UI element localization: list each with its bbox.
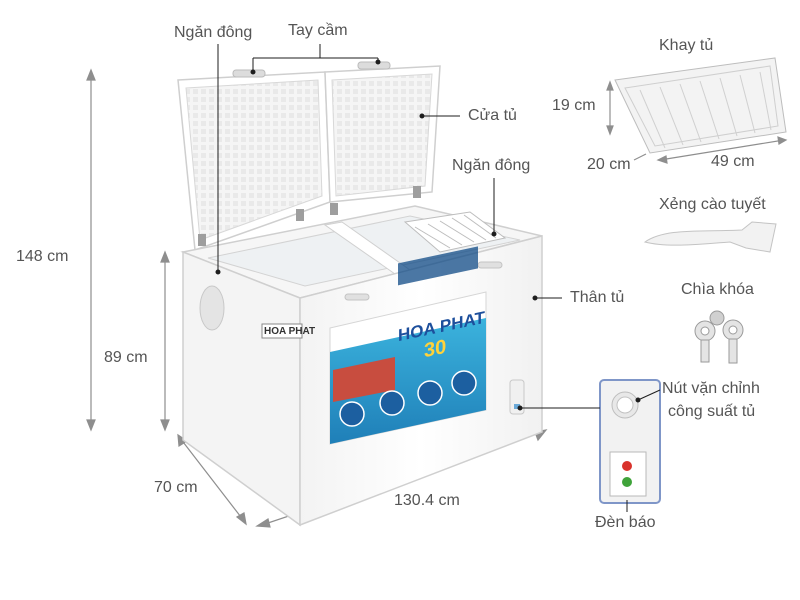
freezer-basket xyxy=(403,211,507,253)
label-khay-tu: Khay tủ xyxy=(659,37,714,54)
freezer xyxy=(177,61,543,527)
dimension-width: 130.4 cm xyxy=(394,492,460,509)
label-ngan-dong-right: Ngăn đông xyxy=(452,157,531,174)
tray-dimension-lines xyxy=(606,80,788,164)
dimension-tray-height: 19 cm xyxy=(552,97,596,114)
promo-number: 30 xyxy=(424,335,447,363)
snow-scraper xyxy=(643,221,777,253)
label-than-tu: Thân tủ xyxy=(570,289,625,306)
label-nut-van-line1: Nút vặn chỉnh xyxy=(662,380,760,397)
side-brand-plate xyxy=(261,323,303,339)
control-panel xyxy=(599,379,661,504)
label-tay-cam: Tay cầm xyxy=(288,22,348,39)
label-den-bao: Đèn báo xyxy=(595,514,656,531)
freezer-lid-right xyxy=(324,65,441,203)
dimension-tray-width: 49 cm xyxy=(711,153,755,170)
side-brand-logo: HOA PHAT xyxy=(264,326,316,337)
dimension-total-height: 148 cm xyxy=(16,248,69,265)
keys xyxy=(694,310,744,364)
dimension-body-height: 89 cm xyxy=(104,349,148,366)
dimension-tray-depth: 20 cm xyxy=(587,156,631,173)
hinges xyxy=(198,186,421,246)
label-nut-van-line2: công suất tủ xyxy=(668,403,756,420)
freezer-lid-left xyxy=(177,71,331,252)
brand-decal xyxy=(329,246,487,445)
callout-lines xyxy=(215,44,661,512)
label-xeng-cao-tuyet: Xẻng cào tuyết xyxy=(659,196,766,213)
label-ngan-dong-top: Ngăn đông xyxy=(174,24,253,41)
lid-handles xyxy=(232,61,391,78)
label-chia-khoa: Chìa khóa xyxy=(681,281,754,298)
dimension-depth: 70 cm xyxy=(154,479,198,496)
tray-accessory xyxy=(614,57,787,154)
label-cua-tu: Cửa tủ xyxy=(468,107,517,124)
